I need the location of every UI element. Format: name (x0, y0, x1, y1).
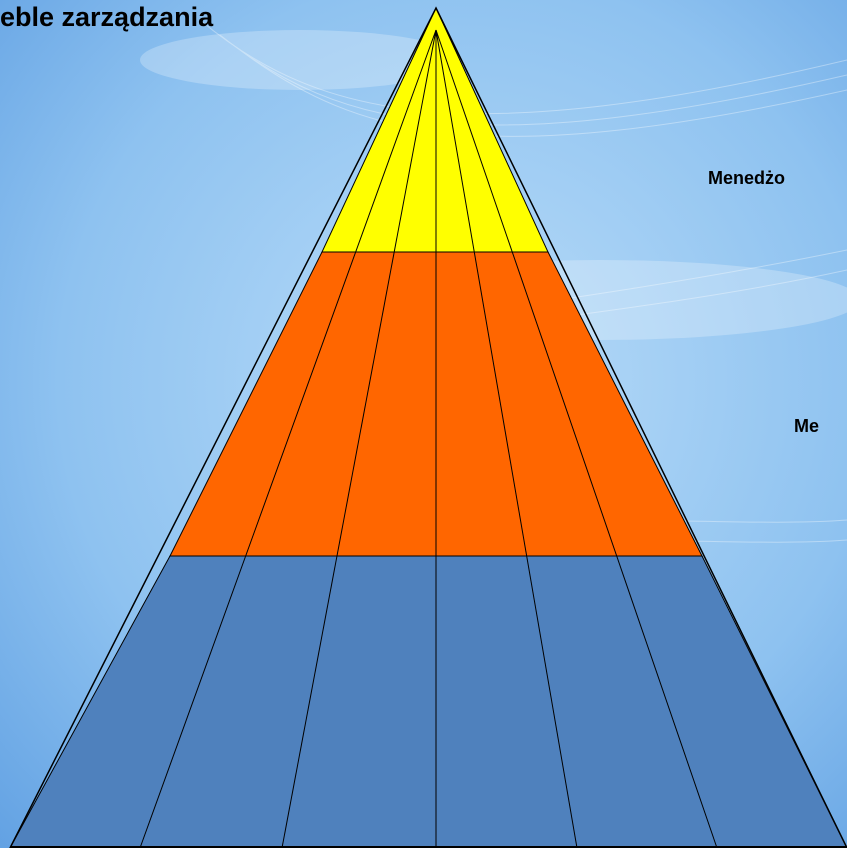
pyramid-radial-lines (139, 29, 718, 848)
pyramid-tier-top (321, 6, 549, 253)
middle-tier-label: Me (794, 416, 820, 436)
pyramid-outline (9, 6, 847, 848)
slide-title: eble zarządzania (0, 2, 214, 32)
top-tier-label: Menedżo (708, 168, 786, 188)
